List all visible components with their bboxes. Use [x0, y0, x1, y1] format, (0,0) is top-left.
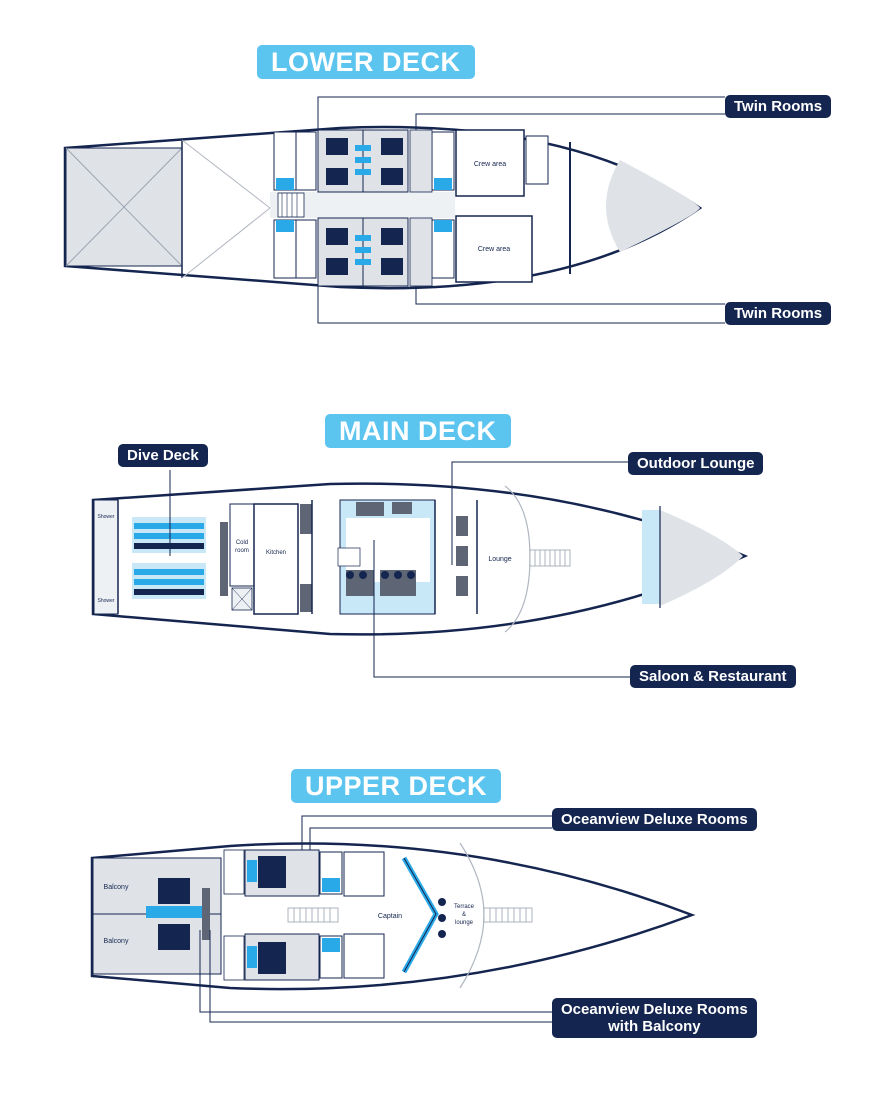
balcony-top-text: Balcony — [104, 884, 129, 891]
main-bow-storage — [660, 510, 743, 606]
kitchen-text: Kitchen — [266, 550, 286, 556]
balcony-bottom-text: Balcony — [104, 938, 129, 945]
twin-rooms-top-label: Twin Rooms — [725, 95, 832, 118]
upper-stairs — [287, 907, 339, 923]
upper-deck-title: UPPER DECK — [291, 769, 502, 803]
dive-deck-label: Dive Deck — [118, 444, 208, 467]
saloon-restaurant-label: Saloon & Restaurant — [630, 665, 796, 688]
oceanview-deluxe-label: Oceanview Deluxe Rooms — [552, 808, 757, 831]
oceanview-balcony-label-line1: Oceanview Deluxe Rooms — [561, 1001, 748, 1018]
lower-bow-storage — [606, 160, 700, 252]
crew-area-top-text: Crew area — [474, 161, 506, 168]
balcony-top — [92, 857, 222, 915]
cold-room-text-1: Cold — [236, 540, 248, 546]
crew-area-bottom — [455, 215, 533, 283]
kitchen — [253, 503, 299, 615]
terrace-text-1: Terrace — [454, 904, 475, 910]
shower-top-text: Shower — [98, 514, 115, 520]
outdoor-lounge-label: Outdoor Lounge — [628, 452, 764, 475]
cold-room — [229, 503, 255, 587]
main-deck-title: MAIN DECK — [325, 414, 511, 448]
shower-bottom-text: Shower — [98, 598, 115, 604]
lower-beds — [326, 138, 403, 275]
lower-deck-title: LOWER DECK — [257, 45, 475, 79]
dive-tank-racks — [132, 517, 206, 599]
lounge-text: Lounge — [488, 556, 511, 563]
crew-area-bottom-text: Crew area — [478, 246, 510, 253]
captain-text: Captain — [378, 913, 402, 920]
terrace-text-2: & — [462, 912, 466, 918]
oceanview-balcony-label: Oceanview Deluxe Rooms with Balcony — [552, 998, 757, 1038]
twin-rooms-bottom-label: Twin Rooms — [725, 302, 832, 325]
main-steps — [529, 549, 571, 567]
main-deck-plan: Shower Shower Cold room Kitchen — [91, 461, 749, 678]
saloon-tables — [346, 570, 416, 596]
lower-stairs — [277, 192, 305, 218]
oceanview-balcony-label-line2: with Balcony — [608, 1018, 701, 1035]
terrace-text-3: lounge — [455, 920, 474, 926]
upper-deck-plan: Balcony Balcony Captain T — [90, 815, 696, 1023]
lower-deck-plan: Crew area Crew area — [63, 96, 725, 324]
cold-room-text-2: room — [235, 548, 249, 554]
crew-area-top — [455, 129, 525, 197]
upper-steps — [483, 907, 533, 923]
main-shower-area — [93, 499, 119, 615]
